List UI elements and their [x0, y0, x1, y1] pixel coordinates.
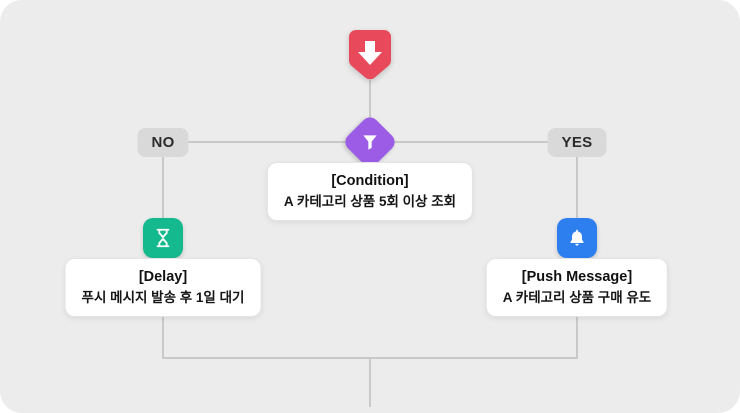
branch-label-no: NO	[137, 128, 189, 157]
delay-title: [Delay]	[138, 269, 188, 285]
condition-card[interactable]: [Condition] A 카테고리 상품 5회 이상 조회	[266, 162, 474, 221]
push-message-node[interactable]	[557, 218, 597, 258]
hourglass-icon	[152, 227, 174, 249]
delay-card[interactable]: [Delay] 푸시 메시지 발송 후 1일 대기	[64, 258, 262, 317]
delay-node[interactable]	[143, 218, 183, 258]
push-message-card[interactable]: [Push Message] A 카테고리 상품 구매 유도	[485, 258, 669, 317]
arrow-down-icon	[348, 30, 392, 80]
filter-icon	[360, 132, 380, 152]
condition-subtitle: A 카테고리 상품 5회 이상 조회	[283, 194, 457, 210]
condition-title: [Condition]	[331, 173, 409, 189]
condition-node[interactable]	[341, 113, 399, 171]
push-message-subtitle: A 카테고리 상품 구매 유도	[502, 290, 652, 306]
connector-no-branch-down	[162, 142, 164, 220]
push-message-title: [Push Message]	[521, 269, 633, 285]
branch-label-yes: YES	[547, 128, 607, 157]
connector-entry-to-condition	[369, 80, 371, 124]
connector-exit-down	[369, 357, 371, 407]
entry-node[interactable]	[348, 29, 392, 83]
delay-subtitle: 푸시 메시지 발송 후 1일 대기	[81, 290, 245, 306]
bell-icon	[567, 228, 587, 248]
connector-delay-out	[162, 308, 164, 359]
connector-yes-branch-down	[576, 142, 578, 220]
connector-push-out	[576, 308, 578, 359]
